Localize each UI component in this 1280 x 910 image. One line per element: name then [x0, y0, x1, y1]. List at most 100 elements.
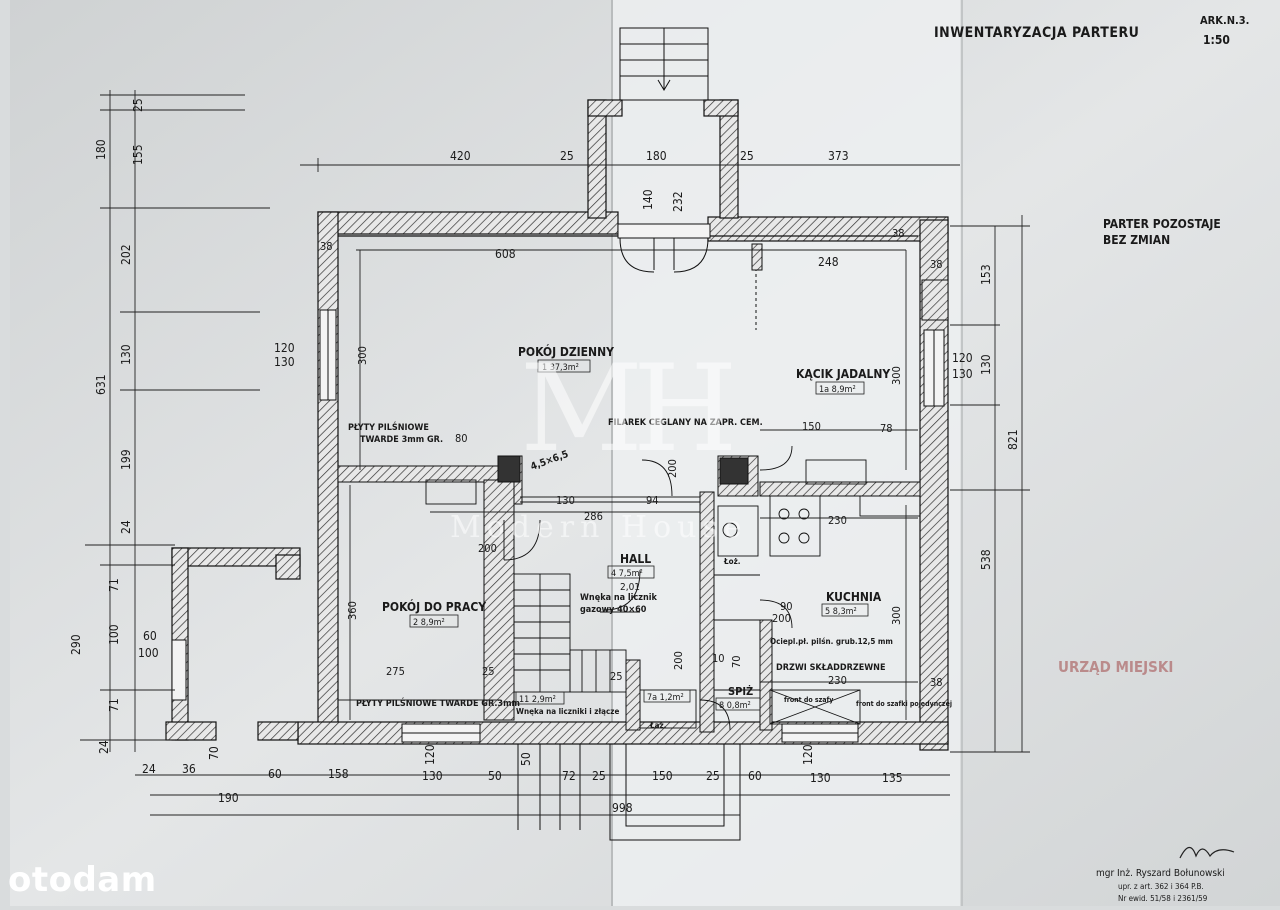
porch-stairs	[619, 27, 709, 101]
dim-left-inner-7: 71	[107, 698, 121, 712]
dim-right-small-1: 120	[952, 351, 973, 365]
dim-bottom-7: 130	[422, 769, 443, 783]
dim-left-1: 180	[94, 139, 108, 160]
dim-left-inner-6: 100	[107, 624, 121, 645]
dim-left-small-1: 120	[274, 341, 295, 355]
dim-top-5: 373	[828, 149, 849, 163]
dim-inner-3: 300	[890, 366, 903, 385]
dim-bottom-1: 24	[142, 762, 156, 776]
room-area-hall: 4 7,5m²	[611, 569, 643, 579]
dim-top-2: 25	[560, 149, 574, 163]
room-name-dining: KĄCIK JADALNY	[796, 367, 890, 381]
dim-left-inner-3: 130	[119, 344, 133, 365]
dim-bottom-5: 158	[328, 767, 349, 781]
dim-inner-2: 360	[346, 601, 359, 620]
dim-bottom-13: 25	[706, 769, 720, 783]
dim-right-small-2: 130	[952, 367, 973, 381]
dim-inner-7: 94	[646, 494, 659, 507]
dim-inner-5: 80	[455, 432, 468, 445]
dim-right-3: 821	[1006, 429, 1020, 450]
room-area-living: 1 37,3m²	[542, 363, 579, 373]
otodam-logo: otodam	[8, 860, 157, 900]
dim-left-inner-5: 71	[107, 578, 121, 592]
signature-registry: Nr ewid. 51/58 i 2361/59	[1118, 894, 1208, 903]
signature-license: upr. z art. 362 i 364 P.B.	[1118, 882, 1204, 891]
windows	[171, 279, 949, 743]
dim-inner-24: 10	[712, 652, 725, 665]
watermark-logo: MH	[520, 340, 738, 479]
dim-inner-15: 38	[320, 240, 333, 253]
dim-bottom-12: 150	[652, 769, 673, 783]
dim-inner-23: 200	[772, 612, 791, 625]
dim-top-inner-1: 608	[495, 247, 516, 261]
dim-top-1: 420	[450, 149, 471, 163]
note-lozko: Łoż.	[723, 557, 741, 566]
drawing-scale: 1:50	[1203, 33, 1230, 47]
dim-left-4: 631	[94, 374, 108, 395]
note-wneka-licznik-2: gazowy 40×60	[580, 605, 647, 615]
dim-porch-2: 232	[671, 191, 685, 212]
note-parter-2: BEZ ZMIAN	[1103, 233, 1171, 247]
dim-inner-10: 78	[880, 422, 893, 435]
dim-bottom-11: 25	[592, 769, 606, 783]
note-front-szaf: front do szafy	[784, 696, 833, 704]
dim-inner-1: 300	[356, 346, 369, 365]
note-pilsniowe-bottom: PŁYTY PILŚNIOWE TWARDE GR.3mm	[356, 697, 520, 709]
dim-bottom-15: 120	[801, 744, 815, 765]
dim-inner-22: 90	[780, 600, 793, 613]
dim-porch-1: 140	[641, 189, 655, 210]
room-area-pantry: 8 0,8m²	[719, 701, 751, 711]
dim-bottom-16: 130	[810, 771, 831, 785]
dim-inner-9: 150	[802, 420, 821, 433]
dim-left-inner-4: 24	[119, 520, 133, 534]
dim-inner-25: 70	[730, 655, 743, 668]
paper-fold-light	[612, 0, 960, 906]
dim-left-3: 199	[119, 449, 133, 470]
note-drzwi-skladane: DRZWI SKŁADDRZEWNE	[776, 663, 886, 673]
dim-bottom-9: 50	[519, 752, 533, 766]
entry-door	[617, 223, 711, 273]
interior-walls	[337, 235, 921, 733]
room-extra-hall: 2,01	[620, 582, 640, 593]
chimneys	[497, 455, 749, 485]
dim-inner-19: 200	[478, 542, 497, 555]
dim-inner-14: 230	[828, 674, 847, 687]
dim-bottom-3: 70	[207, 746, 221, 760]
dim-bottom-17: 135	[882, 771, 903, 785]
signature-name: mgr Inż. Ryszard Bołunowski	[1096, 868, 1225, 879]
sheet-number: ARK.N.3.	[1200, 14, 1250, 27]
room-name-office: POKÓJ DO PRACY	[382, 599, 486, 614]
dim-inner-12: 275	[386, 665, 405, 678]
dim-left-small-3: 60	[143, 629, 157, 643]
dim-inner-4: 300	[890, 606, 903, 625]
dim-left-small-2: 130	[274, 355, 295, 369]
dim-inner-13: 25	[482, 665, 495, 678]
room-name-pantry: SPIŻ	[728, 684, 753, 698]
note-front-szafki: front do szafki pojedynczej	[856, 700, 952, 708]
room-name-hall: HALL	[620, 552, 651, 566]
dim-bottom-total-1: 190	[218, 791, 239, 805]
dim-bottom-14: 60	[748, 769, 762, 783]
dim-left-small-4: 100	[138, 646, 159, 660]
dim-top-inner-2: 248	[818, 255, 839, 269]
front-stairs-bottom	[517, 743, 741, 841]
dim-bottom-total-2: 998	[612, 801, 633, 815]
note-lazienka: Łaź.	[649, 721, 666, 730]
signature-scribble	[1179, 846, 1235, 859]
room-area-dining: 1a 8,9m²	[819, 385, 856, 395]
dim-bottom-10: 72	[562, 769, 576, 783]
dim-inner-17: 38	[930, 258, 943, 271]
note-wneka-licznik-1: Wnęka na licznik	[580, 593, 657, 603]
dim-inner-16: 38	[892, 227, 905, 240]
dim-top-4: 25	[740, 149, 754, 163]
room-area-office: 2 8,9m²	[413, 618, 445, 628]
watermark-name: Modern House	[450, 510, 748, 545]
note-parter-1: PARTER POZOSTAJE	[1103, 217, 1221, 231]
drawing-title: INWENTARYZACJA PARTERU	[934, 25, 1140, 41]
note-wneka-liczniki-bottom: Wnęka na liczniki i złącze	[516, 707, 619, 716]
dim-bottom-6: 120	[423, 744, 437, 765]
dim-right-1: 153	[979, 264, 993, 285]
door-swings	[503, 445, 793, 731]
dim-bottom-2: 36	[182, 762, 196, 776]
